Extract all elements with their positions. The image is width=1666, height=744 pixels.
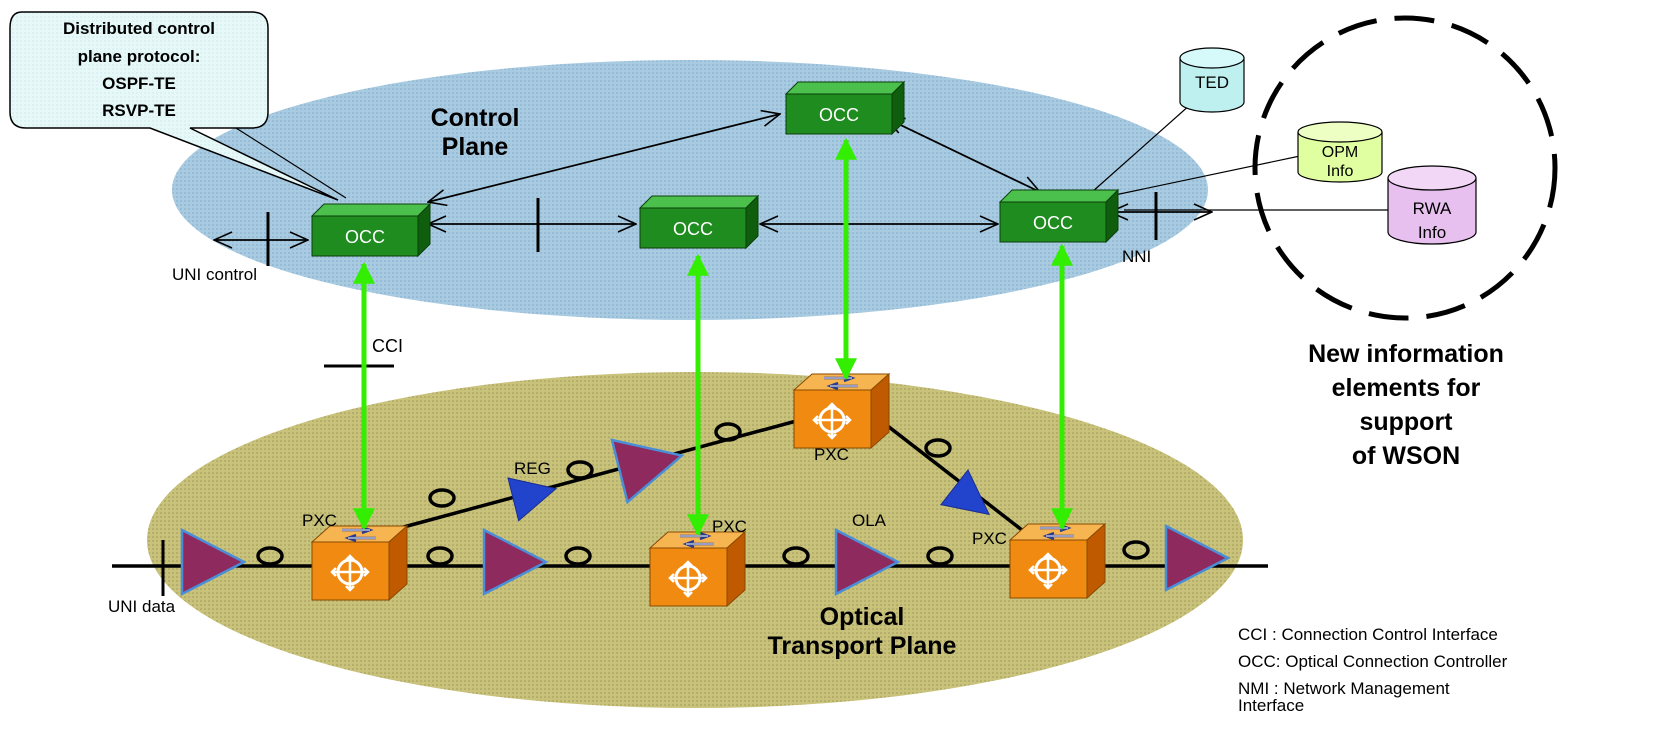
pxc-label-4: PXC (972, 529, 1007, 548)
legend: CCI : Connection Control Interface OCC: … (1238, 626, 1658, 724)
transport-plane-title-1: Optical (820, 603, 905, 631)
ola-label: OLA (852, 511, 887, 530)
ted-connector (1091, 95, 1201, 193)
reg-label: REG (514, 459, 551, 478)
occ-node-1: OCC (311, 203, 431, 257)
reg-amplifier (610, 438, 685, 505)
control-plane-title-1: Control (431, 104, 520, 132)
callout-line-3: OSPF-TE (102, 74, 176, 93)
pxc-node-2 (648, 530, 747, 608)
occ-node-1-label: OCC (345, 227, 385, 247)
occ-link-1-4 (428, 114, 780, 202)
new-info-elements-circle (1252, 15, 1558, 321)
occ-node-2-label: OCC (673, 219, 713, 239)
occ-node-2: OCC (639, 195, 759, 249)
rwa-database: RWA Info (1387, 165, 1477, 245)
occ-link-4-3 (886, 118, 1040, 192)
new-info-line-1: New information (1308, 340, 1504, 368)
opm-label-1: OPM (1322, 144, 1358, 161)
blue-amplifier-right (940, 469, 991, 516)
legend-cci: CCI : Connection Control Interface (1238, 625, 1498, 644)
new-info-line-4: of WSON (1352, 442, 1460, 470)
pxc-label-2: PXC (712, 517, 747, 536)
occ-node-4: OCC (785, 81, 905, 135)
callout-line-1: Distributed control (63, 19, 215, 38)
ted-database: TED (1179, 47, 1245, 113)
pxc-label-3: PXC (814, 445, 849, 464)
reg-blue-amplifier (507, 477, 558, 522)
rwa-label-1: RWA (1413, 199, 1452, 218)
ted-label: TED (1195, 73, 1229, 92)
new-info-line-2: elements for (1332, 374, 1481, 402)
uni-data-label: UNI data (108, 597, 176, 616)
control-plane-title-2: Plane (442, 133, 509, 161)
legend-nmi-1: NMI : Network Management (1238, 679, 1450, 698)
legend-occ: OCC: Optical Connection Controller (1238, 652, 1508, 671)
legend-nmi-2: Interface (1238, 696, 1305, 715)
opm-database: OPM Info (1297, 121, 1383, 183)
callout-line-2: plane protocol: (78, 47, 201, 66)
protocol-callout (9, 11, 339, 201)
callout-line-4: RSVP-TE (102, 101, 176, 120)
nni-label: NNI (1122, 247, 1151, 266)
uni-control-label: UNI control (172, 265, 257, 284)
transport-plane-title-2: Transport Plane (768, 632, 957, 660)
occ-node-3: OCC (999, 189, 1119, 243)
pxc-node-4 (1008, 522, 1107, 600)
pxc-label-1: PXC (302, 511, 337, 530)
occ-node-4-label: OCC (819, 105, 859, 125)
rwa-label-2: Info (1418, 223, 1446, 242)
opm-label-2: Info (1327, 163, 1354, 180)
opm-connector (1109, 155, 1301, 197)
occ-node-3-label: OCC (1033, 213, 1073, 233)
cci-label: CCI (372, 336, 403, 356)
pxc-node-3 (792, 372, 891, 450)
pxc-node-1 (310, 524, 409, 602)
new-info-line-3: support (1359, 408, 1453, 436)
